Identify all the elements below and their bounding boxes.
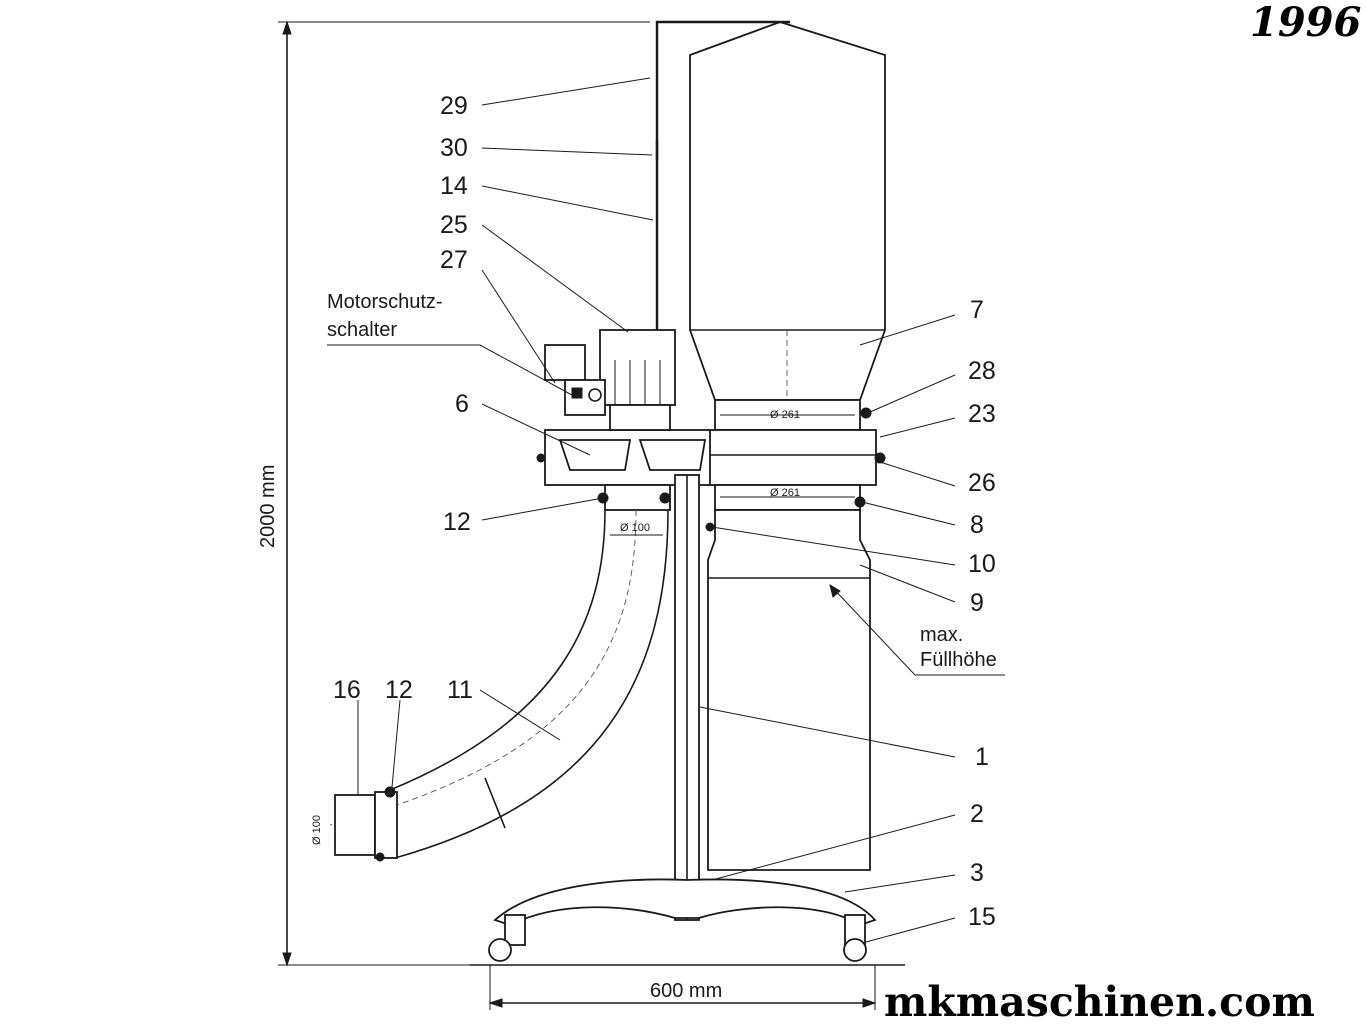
base-frame (488, 878, 877, 962)
part-9: 9 (970, 589, 984, 617)
part-6: 6 (455, 390, 469, 418)
part-2: 2 (970, 800, 984, 828)
motor (544, 329, 676, 431)
part-10: 10 (968, 550, 996, 578)
central-column (655, 20, 790, 921)
part-numbers: 29 30 14 25 27 6 12 16 12 11 7 28 23 26 … (333, 92, 996, 931)
collection-bag-lower (707, 509, 871, 871)
bag-diameter-bottom: Ø 261 (770, 487, 800, 499)
part-3: 3 (970, 859, 984, 887)
filter-bag-upper (689, 21, 886, 590)
pipe-diameter-vertical: Ø 100 (620, 522, 650, 534)
part-27: 27 (440, 246, 468, 274)
intake-pipe: Ø 100 Ø 100 (311, 509, 669, 862)
part-30: 30 (440, 134, 468, 162)
brand-watermark: mkmaschinen.com (884, 978, 1315, 1025)
height-dimension: 2000 mm (257, 20, 650, 967)
part-7: 7 (970, 296, 984, 324)
part-26: 26 (968, 469, 996, 497)
motor-switch-label-1: Motorschutz- (327, 291, 443, 313)
part-14: 14 (440, 172, 468, 200)
part-12-bottom: 12 (385, 676, 413, 704)
year-label: 1996 (1250, 0, 1361, 46)
part-25: 25 (440, 211, 468, 239)
leader-lines (327, 77, 1005, 943)
part-23: 23 (968, 400, 996, 428)
fill-level-label-2: Füllhöhe (920, 649, 997, 671)
width-dimension-label: 600 mm (650, 980, 722, 1002)
fill-level-label-1: max. (920, 624, 963, 646)
part-1: 1 (975, 743, 989, 771)
part-29: 29 (440, 92, 468, 120)
part-8: 8 (970, 511, 984, 539)
pipe-diameter-horizontal: Ø 100 (311, 815, 323, 845)
bag-diameter-top: Ø 261 (770, 409, 800, 421)
part-12-top: 12 (443, 508, 471, 536)
height-dimension-label: 2000 mm (257, 465, 279, 548)
part-11: 11 (447, 676, 473, 704)
width-dimension: 600 mm (488, 965, 877, 1010)
part-15: 15 (968, 903, 996, 931)
part-28: 28 (968, 357, 996, 385)
motor-switch-label-2: schalter (327, 319, 397, 341)
part-16: 16 (333, 676, 361, 704)
